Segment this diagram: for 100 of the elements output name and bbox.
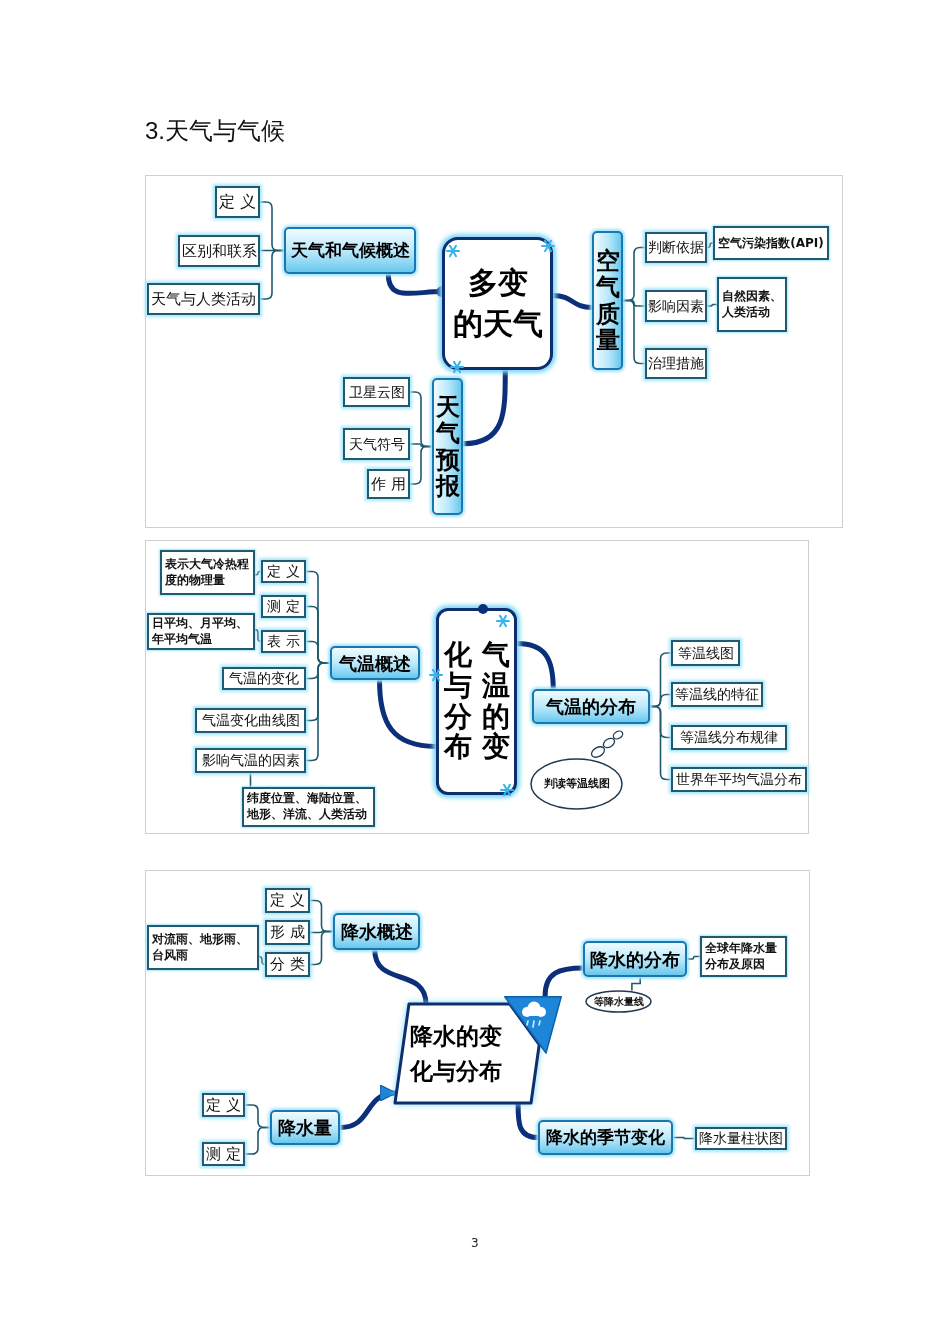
subtopic-text: 定义 [217,191,262,213]
branch-connector [515,1103,539,1140]
branch-connector [552,293,593,310]
topic-text: 降水的分布 [590,947,680,972]
topic-text: 降水概述 [340,920,413,944]
callout-box [700,936,787,977]
connector-line [631,976,641,991]
branch-connector [542,965,584,997]
subtopic-box [261,595,306,618]
subtopic-text: 天气符号 [348,434,405,454]
subtopic-text: 作用 [369,473,412,495]
callout-text: 对流雨、地形雨、台风雨 [152,931,249,964]
central-topic-box [442,237,553,370]
connector-line [254,628,262,643]
subtopic-box [343,428,410,460]
connector-line [259,249,285,300]
central-topic-text: 降水的变化与分布 [410,1022,502,1086]
subtopic-text: 等温线的特征 [675,685,759,704]
topic-text: 天气和气候概述 [290,238,410,262]
subtopic-text: 治理措施 [648,354,704,373]
subtopic-box [645,290,707,322]
central-topic-text: 多变的天气 [452,264,543,343]
subtopic-text: 世界年平均气温分布 [676,770,802,789]
thought-bubble [585,990,652,1013]
subtopic-box [261,560,306,583]
callout-text: 日平均、月平均、年平均气温 [152,615,249,648]
topic-text: 空气质量 [595,247,620,354]
topic-box [532,689,650,724]
branch-connector [516,641,556,690]
subtopic-text: 表示 [266,632,305,651]
subtopic-text: 测定 [266,597,305,616]
callout-box [147,925,259,970]
subtopic-box [671,725,787,750]
callout-text: 自然因素、人类活动 [722,288,782,321]
branch-connector [462,370,508,447]
subtopic-text: 定义 [204,1094,247,1116]
subtopic-text: 定义 [268,890,311,912]
connector-line [254,570,262,576]
branch-connector [377,679,437,749]
subtopic-box [195,708,306,733]
bubble-text: 等降水量线 [593,995,644,1009]
subtopic-text: 等温线图 [677,643,734,663]
connector-line [672,1136,696,1140]
connector-line [622,299,646,365]
subtopic-text: 判断依据 [648,238,704,257]
subtopic-text: 卫星云图 [348,382,405,402]
topic-box [592,231,623,370]
callout-text: 表示大气冷热程度的物理量 [165,556,250,589]
subtopic-text: 气温的变化 [229,669,299,688]
connector-line [258,955,266,966]
callout-text: 全球年降水量分布及原因 [705,940,778,973]
connector-line [649,705,672,781]
subtopic-box [222,667,306,690]
subtopic-text: 区别和联系 [181,240,257,262]
connector-line [706,242,714,249]
topic-text: 天气预报 [435,393,460,500]
connector-line [244,1126,271,1155]
topic-box [333,913,420,950]
subtopic-text: 影响气温的因素 [201,751,300,770]
topic-box [583,941,687,977]
subtopic-text: 气温变化曲线图 [201,711,300,730]
subtopic-box [671,640,740,666]
subtopic-text: 定义 [266,562,305,581]
connector-line [686,955,701,960]
callout-box [242,787,375,827]
subtopic-box [645,232,707,263]
subtopic-box [195,748,306,773]
topic-box [538,1120,673,1155]
branch-connector [339,1085,397,1130]
callout-box [160,550,255,595]
callout-box [713,226,829,260]
topic-text: 气温概述 [339,651,411,676]
central-topic-shape [393,996,562,1105]
callout-text: 纬度位置、海陆位置、地形、洋流、人类活动 [247,791,368,823]
central-topic-text: 化与分布 [443,639,472,764]
topic-text: 降水的季节变化 [546,1125,665,1149]
bubble-text: 判读等温线图 [543,775,610,792]
topic-box [330,646,420,680]
callout-text: 空气污染指数(API) [718,235,824,252]
subtopic-text: 测定 [204,1143,247,1165]
page-title: 3.天气与气候 [145,116,285,146]
subtopic-text: 形成 [268,922,311,944]
topic-box [284,227,416,274]
topic-text: 降水量 [278,1116,332,1140]
subtopic-text: 降水量柱状图 [699,1129,783,1148]
subtopic-box [261,630,306,653]
branch-connector [372,949,429,1005]
callout-box [717,277,787,332]
topic-box [432,378,463,515]
page-number: 3 [471,1235,479,1252]
subtopic-text: 等温线分布规律 [680,728,778,747]
topic-box [270,1110,340,1145]
subtopic-box [671,767,807,792]
central-topic-box [436,608,517,795]
subtopic-box [645,348,707,379]
connector-line [309,930,334,966]
connector-line [305,662,331,762]
subtopic-text: 影响因素 [648,296,704,316]
subtopic-text: 分类 [268,954,311,976]
connector-line [409,445,433,485]
